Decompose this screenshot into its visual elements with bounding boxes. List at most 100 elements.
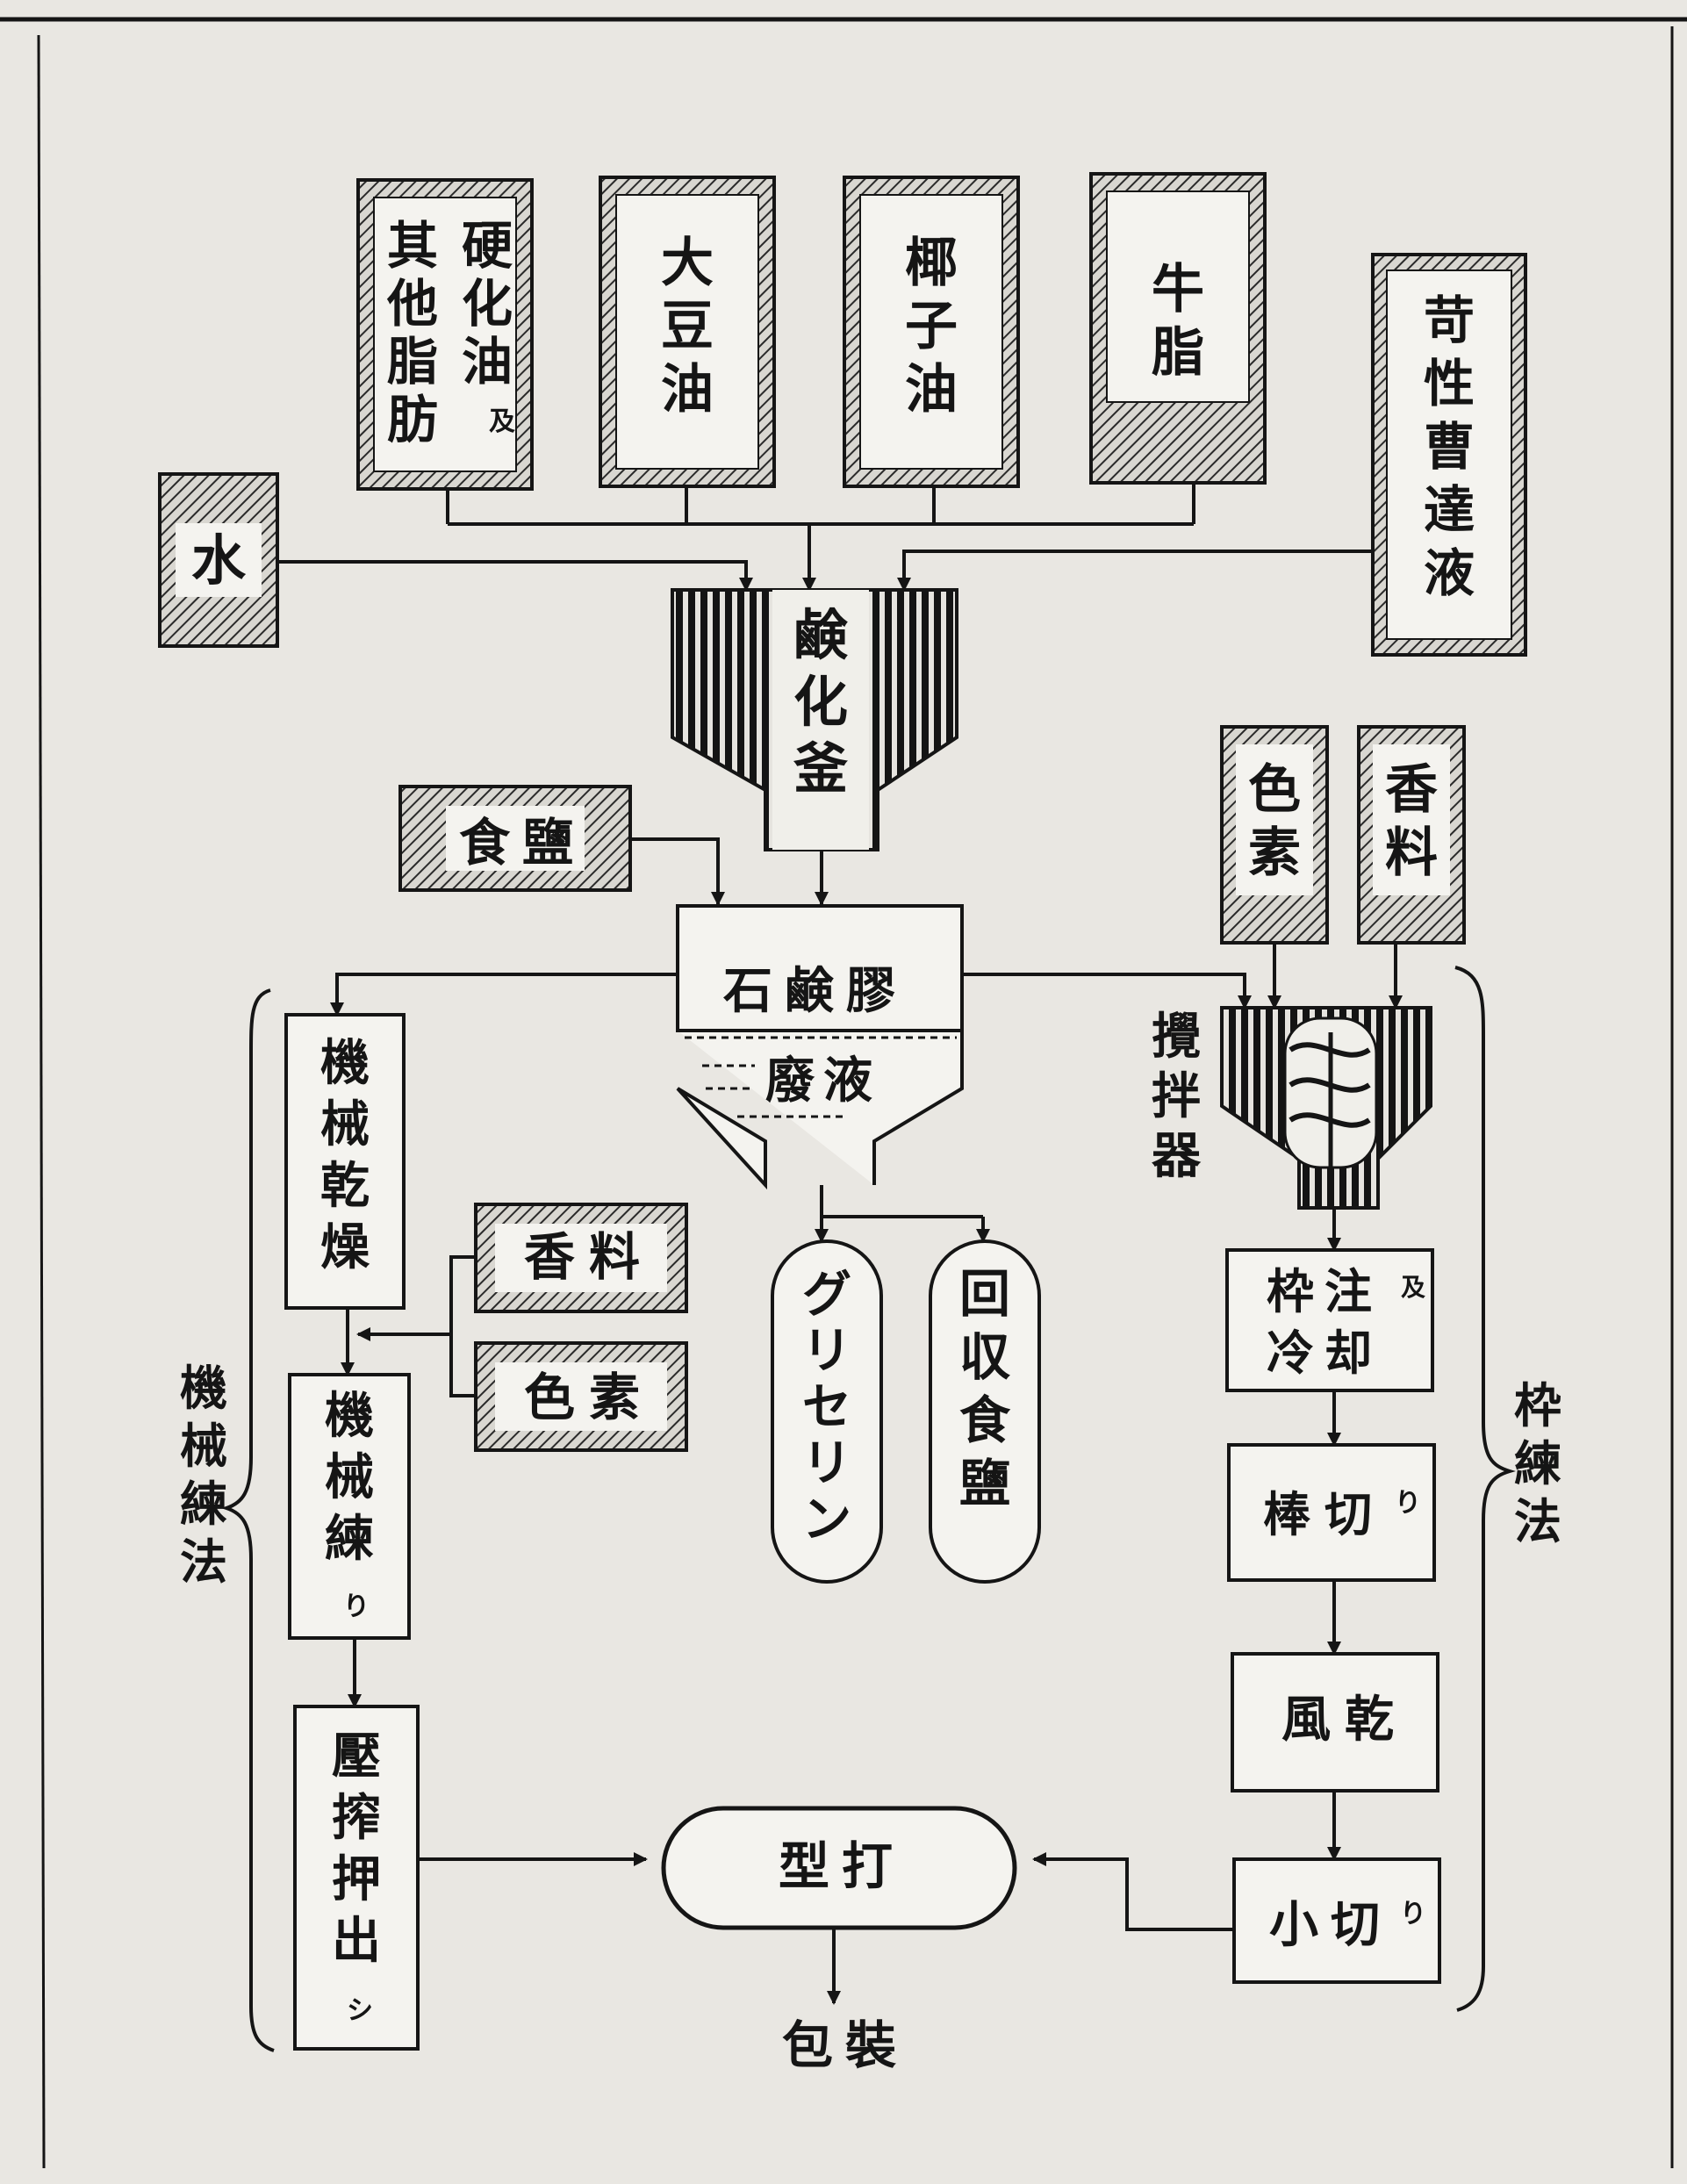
label-press-extrude: 搾: [332, 1790, 381, 1847]
label-packing: 裝: [845, 2015, 897, 2075]
label-mixer: 攪: [1152, 1009, 1201, 1066]
label-soybean-oil: 大: [661, 233, 714, 294]
separation-vessel: [676, 904, 964, 1190]
input-perfume-right: [1357, 725, 1466, 945]
label-mech-knead: 練: [325, 1511, 374, 1568]
label-frame-pour: 枠: [1267, 1264, 1314, 1319]
label-press-extrude: 出: [332, 1913, 381, 1970]
label-saponifier: 釜: [793, 736, 848, 801]
label-glycerin: リ: [802, 1323, 851, 1380]
label-color-left: 素: [589, 1368, 640, 1427]
label-soap-glue: 鹸: [785, 963, 834, 1020]
label-small-cut: 小: [1269, 1897, 1318, 1954]
label-glycerin: グ: [802, 1267, 851, 1324]
label-frame-pour: 冷: [1267, 1325, 1314, 1381]
label-mech-dry: 機: [320, 1035, 370, 1092]
label-press-extrude: 壓: [332, 1728, 381, 1785]
mech-method-brace: [220, 988, 275, 2052]
input-color-left: [474, 1341, 688, 1452]
label-recovered-salt: 回: [959, 1264, 1010, 1324]
label-perfume-left: 料: [589, 1227, 640, 1287]
label-air-dry: 乾: [1345, 1692, 1394, 1749]
label-caustic-soda: 性: [1424, 354, 1475, 413]
label-air-dry: 風: [1281, 1692, 1331, 1749]
label-soap-glue: 膠: [846, 963, 895, 1020]
label-waste-liquid: 廢: [765, 1052, 815, 1110]
label-caustic-soda: 苛: [1424, 291, 1475, 350]
label-mech-method: 練: [180, 1476, 227, 1532]
left-additive-connectors: [356, 1255, 476, 1397]
label-beef-tallow: 牛: [1152, 259, 1204, 320]
label-mech-knead: り: [343, 1591, 370, 1622]
saponification-kettle: [671, 588, 958, 851]
input-beef-tallow: [1089, 172, 1267, 485]
label-saponifier: 化: [793, 670, 848, 734]
label-bar-cut: り: [1395, 1488, 1421, 1519]
mech-knead-box: [288, 1373, 411, 1640]
label-coconut-oil: 椰: [905, 233, 958, 294]
label-stamping: 打: [842, 1836, 893, 1896]
recovered-salt-capsule: [929, 1239, 1041, 1584]
label-frame-method: 法: [1514, 1494, 1561, 1549]
label-caustic-soda: 達: [1424, 480, 1475, 540]
label-small-cut: 切: [1331, 1897, 1380, 1954]
color-perfume-arrows: [1267, 943, 1403, 1009]
label-perfume-right: 香: [1385, 759, 1438, 821]
label-mech-dry: 械: [320, 1096, 370, 1153]
label-mixer: 器: [1152, 1128, 1202, 1185]
label-mech-knead: 械: [325, 1449, 374, 1506]
label-recovered-salt: 収: [959, 1327, 1010, 1387]
label-color-right: 素: [1248, 823, 1301, 884]
label-mech-method: 機: [180, 1361, 227, 1416]
input-salt: [398, 785, 632, 892]
label-glycerin: ン: [802, 1491, 851, 1548]
small-cut-box: [1232, 1857, 1441, 1984]
mixer-vessel: [1220, 1006, 1432, 1210]
label-perfume-left: 香: [524, 1227, 575, 1287]
label-press-extrude: シ: [347, 1995, 373, 2026]
label-water: 水: [191, 528, 247, 593]
label-waste-liquid: 液: [823, 1052, 872, 1110]
label-color-left: 色: [524, 1368, 575, 1427]
label-glycerin: セ: [802, 1379, 851, 1436]
glycerin-capsule: [771, 1239, 883, 1584]
air-dry-box: [1231, 1652, 1439, 1792]
stamping-capsule: [661, 1806, 1017, 1930]
label-hardened-oil-col1: 硬: [462, 216, 513, 276]
label-recovered-salt: 食: [959, 1390, 1011, 1450]
label-hardened-oil-col1: 及: [489, 406, 515, 437]
mech-dry-box: [284, 1013, 406, 1310]
label-small-cut: り: [1400, 1899, 1426, 1929]
input-caustic-soda: [1371, 253, 1527, 657]
label-recovered-salt: 鹽: [959, 1454, 1010, 1513]
bar-cut-box: [1227, 1443, 1436, 1582]
salt-and-kettle-arrows: [630, 837, 829, 906]
label-hardened-oil-col1: 油: [462, 332, 513, 392]
label-hardened-oil-col2: 肪: [387, 390, 438, 449]
label-glycerin: リ: [802, 1435, 851, 1492]
input-coconut-oil: [843, 176, 1020, 488]
label-frame-method: 枠: [1514, 1378, 1561, 1433]
label-hardened-oil-col2: 他: [386, 274, 438, 334]
label-hardened-oil-col1: 化: [462, 274, 513, 334]
input-water: [158, 472, 279, 648]
label-hardened-oil-col2: 其: [387, 216, 438, 276]
label-hardened-oil-col2: 脂: [387, 332, 438, 392]
frame-pour-box: [1225, 1248, 1434, 1392]
label-frame-method: 練: [1514, 1436, 1561, 1491]
label-caustic-soda: 曹: [1424, 417, 1475, 477]
label-color-right: 色: [1248, 759, 1301, 821]
label-soap-glue: 石: [723, 963, 772, 1020]
label-caustic-soda: 液: [1424, 543, 1475, 603]
label-saponifier: 鹸: [793, 603, 848, 667]
label-mech-method: 械: [180, 1419, 227, 1474]
label-mixer: 拌: [1152, 1068, 1201, 1125]
label-packing: 包: [782, 2015, 833, 2075]
label-bar-cut: 棒: [1263, 1487, 1311, 1542]
label-coconut-oil: 油: [905, 359, 958, 420]
label-mech-method: 法: [180, 1534, 227, 1590]
label-salt: 食: [459, 813, 511, 873]
label-press-extrude: 押: [332, 1851, 381, 1908]
